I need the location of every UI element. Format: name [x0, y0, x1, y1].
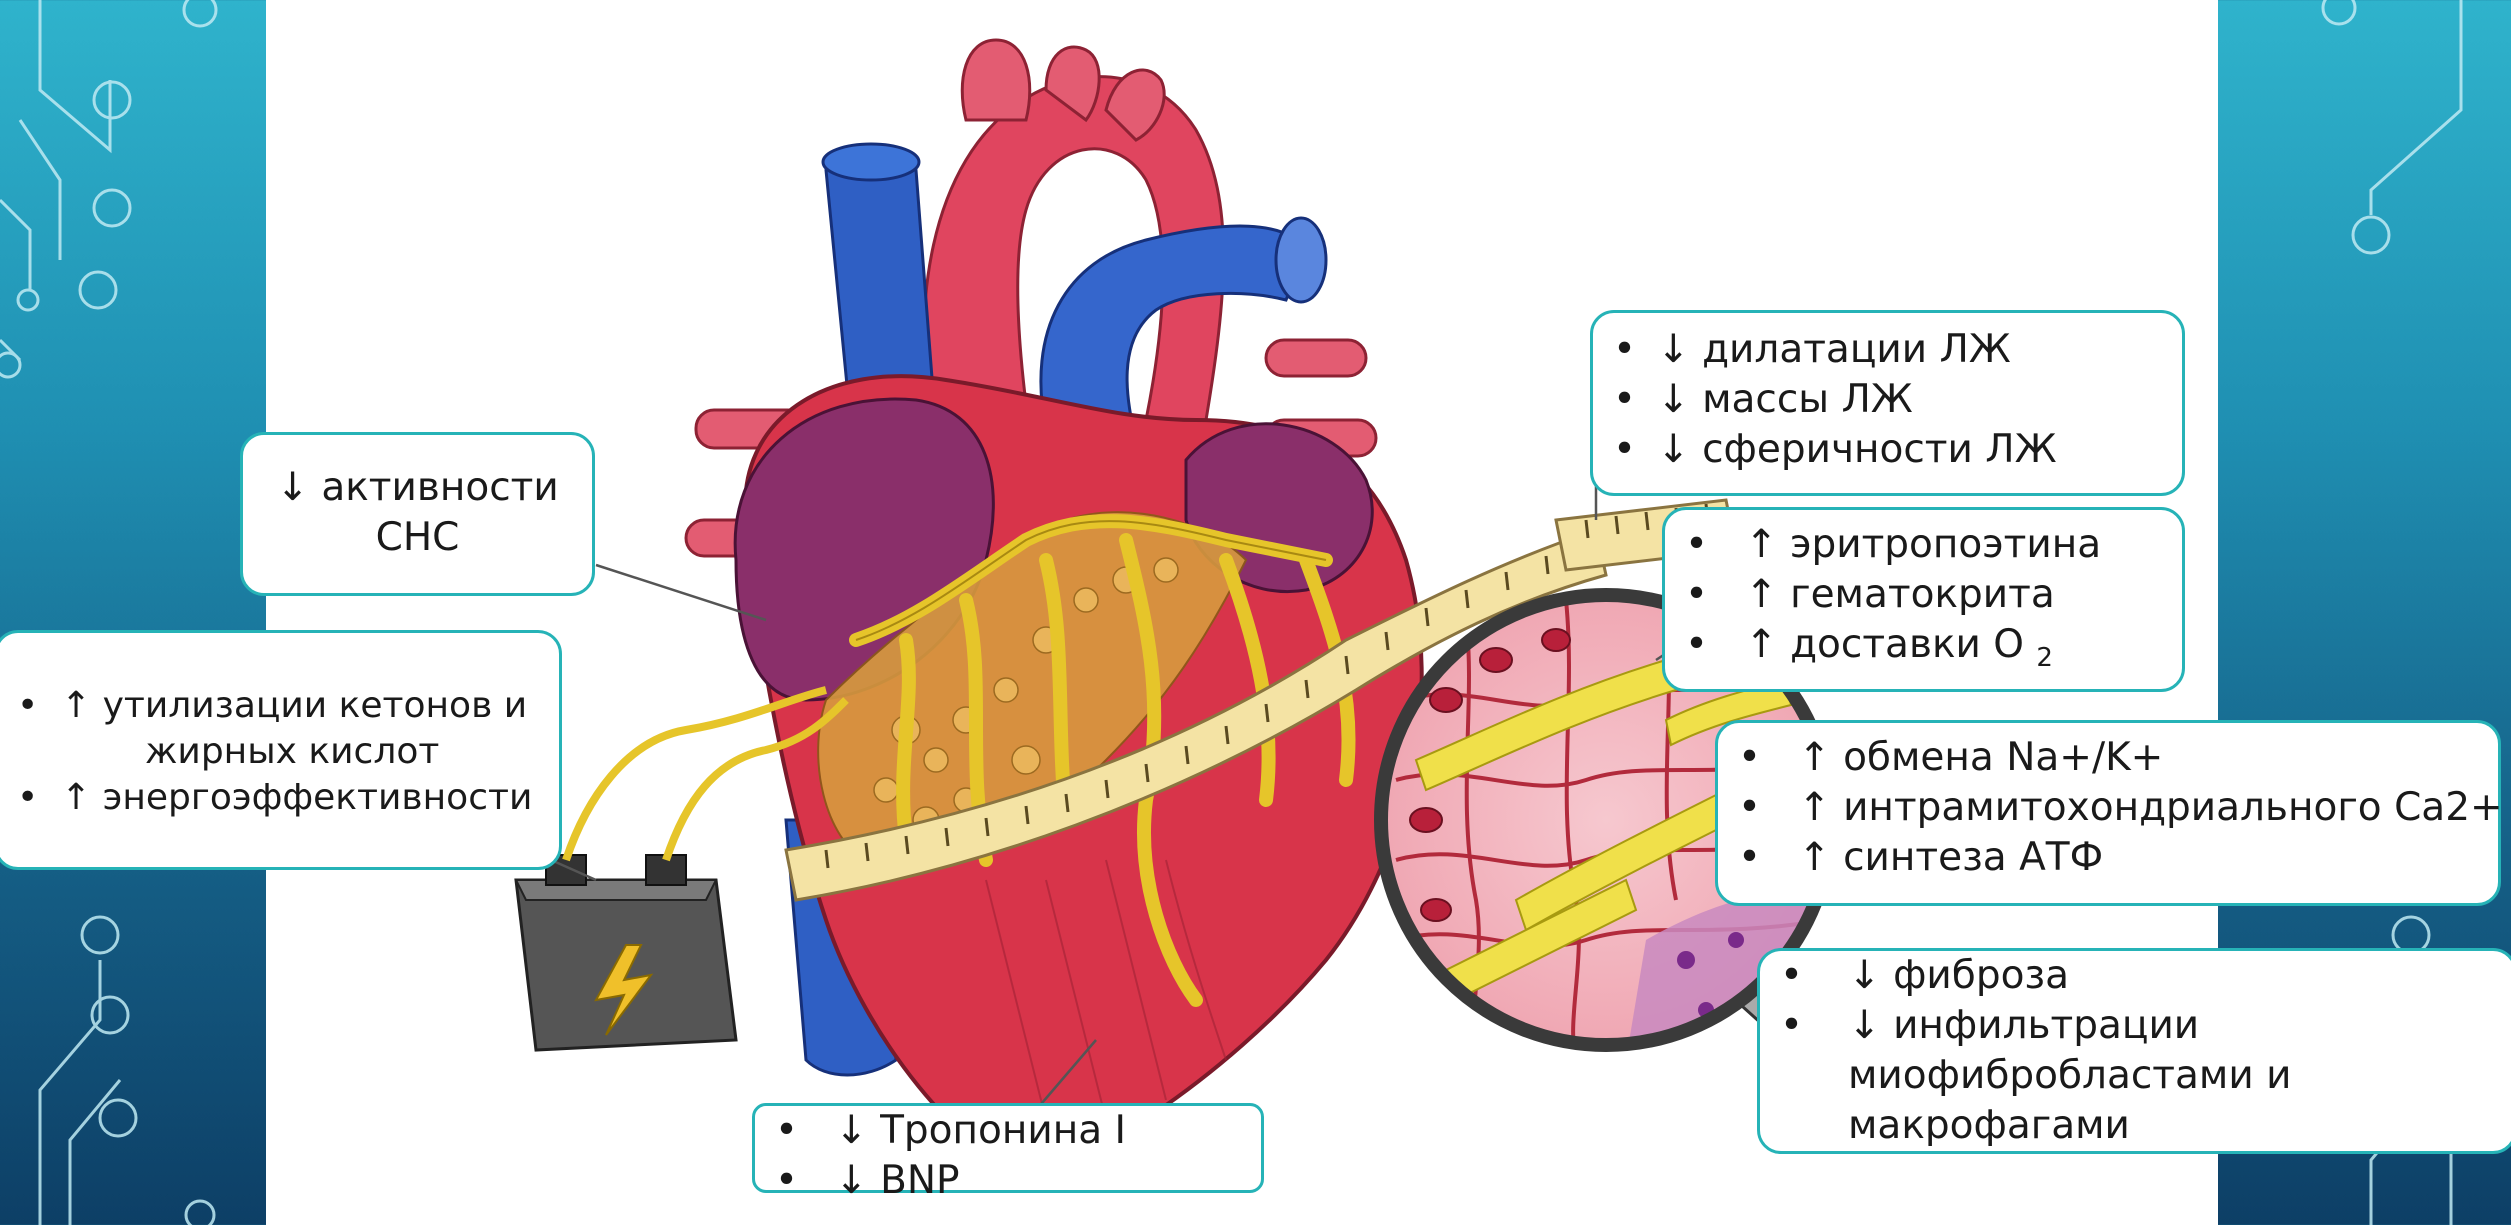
- left-circuit-decoration: [0, 0, 270, 1225]
- callout-fibrosis: ↓ фиброза ↓ инфильтрации миофибробластам…: [1757, 948, 2511, 1154]
- fibrosis-item: ↓ инфильтрации: [1760, 1001, 2511, 1051]
- callout-lv: ↓ дилатации ЛЖ ↓ массы ЛЖ ↓ сферичности …: [1590, 310, 2185, 496]
- energy-item: ↑ утилизации кетонов и: [0, 683, 559, 729]
- lv-item: ↓ массы ЛЖ: [1593, 375, 2182, 425]
- sns-line-2: СНС: [243, 513, 592, 563]
- fibrosis-item-continuation: макрофагами: [1760, 1101, 2511, 1151]
- fibrosis-item-continuation: миофибробластами и: [1760, 1051, 2511, 1101]
- pulmonary-vein: [1266, 340, 1366, 376]
- epo-item: ↑ доставки О 2: [1665, 620, 2182, 675]
- callout-epo: ↑ эритропоэтина ↑ гематокрита ↑ доставки…: [1662, 507, 2185, 692]
- fibrosis-item: ↓ фиброза: [1760, 951, 2511, 1001]
- callout-markers: ↓ Тропонина I ↓ BNP: [752, 1103, 1264, 1193]
- epo-item: ↑ гематокрита: [1665, 570, 2182, 620]
- energy-item-continuation: жирных кислот: [0, 729, 559, 775]
- energy-item: ↑ энергоэффективности: [0, 775, 559, 821]
- epo-item: ↑ эритропоэтина: [1665, 520, 2182, 570]
- ion-item: ↑ обмена Nа+/K+: [1718, 733, 2498, 783]
- callout-sns: ↓ активности СНС: [240, 432, 595, 596]
- ion-item: ↑ синтеза АТФ: [1718, 833, 2498, 883]
- lv-item: ↓ сферичности ЛЖ: [1593, 425, 2182, 475]
- markers-item: ↓ BNP: [755, 1156, 1261, 1206]
- markers-item: ↓ Тропонина I: [755, 1106, 1261, 1156]
- lv-item: ↓ дилатации ЛЖ: [1593, 325, 2182, 375]
- sns-line-1: ↓ активности: [243, 463, 592, 513]
- callout-energy: ↑ утилизации кетонов и жирных кислот ↑ э…: [0, 630, 562, 870]
- ion-item: ↑ интрамитохондриального Cа2+: [1718, 783, 2498, 833]
- subscript-2: 2: [2036, 643, 2053, 673]
- callout-ion: ↑ обмена Nа+/K+ ↑ интрамитохондриального…: [1715, 720, 2501, 906]
- battery: [516, 855, 736, 1050]
- aortic-branch: [962, 40, 1030, 120]
